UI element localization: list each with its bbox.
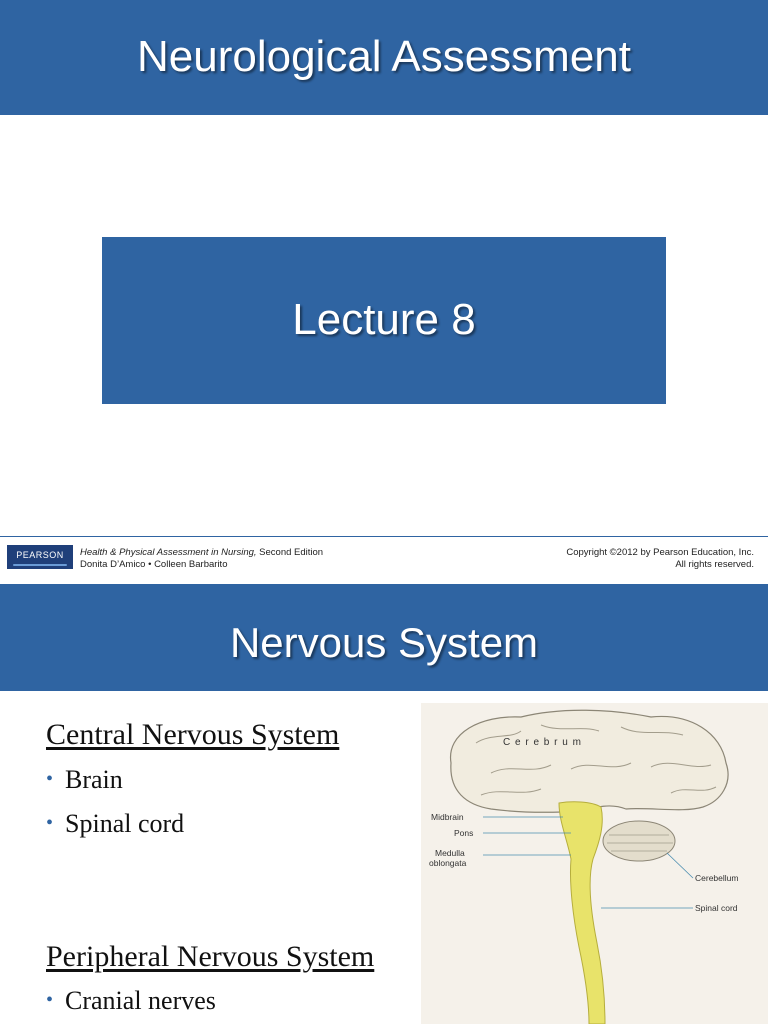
brain-diagram: C e r e b r u m Midbrain Pons Medulla ob… — [421, 703, 768, 1024]
label-pons: Pons — [454, 828, 473, 838]
bullet-icon: • — [46, 989, 54, 1011]
cerebellum-shape — [602, 820, 676, 862]
slide-footer: PEARSON Health & Physical Assessment in … — [0, 536, 768, 576]
bullet-icon: • — [46, 812, 54, 834]
list-item-label: Brain — [65, 765, 123, 794]
slide-lecture-title: Neurological Assessment Lecture 8 PEARSO… — [0, 0, 768, 576]
slide-nervous-system: Nervous System Central Nervous System • B… — [0, 576, 768, 1024]
label-spinal-cord: Spinal cord — [695, 903, 738, 913]
footer-citation: Health & Physical Assessment in Nursing,… — [80, 547, 323, 571]
list-item: • Spinal cord — [46, 809, 184, 839]
brain-illustration: C e r e b r u m Midbrain Pons Medulla ob… — [429, 709, 738, 1024]
bullet-icon: • — [46, 768, 54, 790]
lecture-label: Lecture 8 — [292, 295, 476, 344]
label-oblongata: oblongata — [429, 858, 467, 868]
spinal-cord-shape — [558, 801, 606, 1024]
list-item-label: Cranial nerves — [65, 986, 216, 1015]
lecture-box: Lecture 8 — [102, 237, 666, 404]
slide-title: Nervous System — [229, 619, 539, 666]
copyright-text: Copyright ©2012 by Pearson Education, In… — [566, 547, 754, 558]
slide-title: Neurological Assessment — [136, 32, 631, 81]
rights-text: All rights reserved. — [675, 559, 754, 570]
label-medulla: Medulla — [435, 848, 465, 858]
pearson-logo: PEARSON — [7, 545, 73, 569]
footer-copyright: Copyright ©2012 by Pearson Education, In… — [566, 547, 754, 571]
title-bar: Neurological Assessment — [0, 0, 768, 115]
section-heading-cns: Central Nervous System — [46, 718, 340, 751]
label-midbrain: Midbrain — [431, 812, 464, 822]
list-item-label: Spinal cord — [65, 809, 185, 838]
book-edition: Second Edition — [256, 547, 324, 558]
book-authors: Donita D’Amico • Colleen Barbarito — [80, 559, 228, 570]
list-item: • Cranial nerves — [46, 986, 216, 1016]
label-cerebellum: Cerebellum — [695, 873, 738, 883]
section-heading-pns: Peripheral Nervous System — [46, 940, 375, 973]
label-cerebrum: C e r e b r u m — [503, 737, 582, 748]
book-title: Health & Physical Assessment in Nursing, — [80, 547, 257, 558]
list-item: • Brain — [46, 765, 123, 795]
cerebrum-shape — [450, 709, 729, 813]
title-bar: Nervous System — [0, 584, 768, 691]
